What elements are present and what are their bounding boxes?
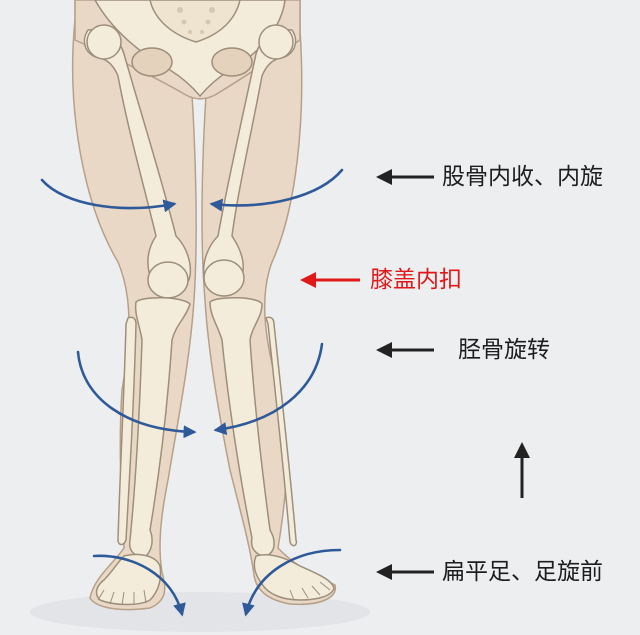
rotation-arrows (40, 168, 344, 617)
left-obturator (131, 47, 173, 77)
tibia-rotation-arrow-right (213, 342, 324, 436)
foot-rotation-arrow-left (92, 554, 186, 617)
femur-pointer-arrow (376, 169, 434, 185)
tibia-pointer-arrow (376, 342, 434, 358)
right-fibula (265, 316, 298, 547)
femur-label: 股骨内收、内旋 (442, 164, 603, 190)
foot-label: 扁平足、足旋前 (442, 559, 603, 585)
left-fibula (117, 316, 137, 546)
femur-rotation-arrow-left (40, 178, 177, 213)
left-femoral-head (86, 24, 122, 60)
sacrum-bone (149, 0, 241, 43)
tibia-label: 胫骨旋转 (458, 337, 550, 363)
right-obturator (211, 47, 253, 77)
femur-rotation-arrow-right (209, 168, 344, 212)
toe-lines (97, 581, 331, 606)
foot-pointer-arrow (376, 564, 434, 580)
left-leg-outline (71, 0, 197, 611)
foot-rotation-arrow-right (242, 548, 342, 617)
sacrum-foramina (177, 7, 215, 34)
knee-pointer-arrow (300, 272, 360, 288)
left-patella (147, 261, 189, 299)
upward-pointer-arrow (514, 442, 530, 498)
right-tibia (209, 297, 275, 557)
right-femoral-head (258, 24, 294, 60)
knee-valgus-label: 膝盖内扣 (370, 267, 462, 293)
tibia-rotation-arrow-left (76, 350, 197, 439)
right-patella (203, 259, 245, 297)
